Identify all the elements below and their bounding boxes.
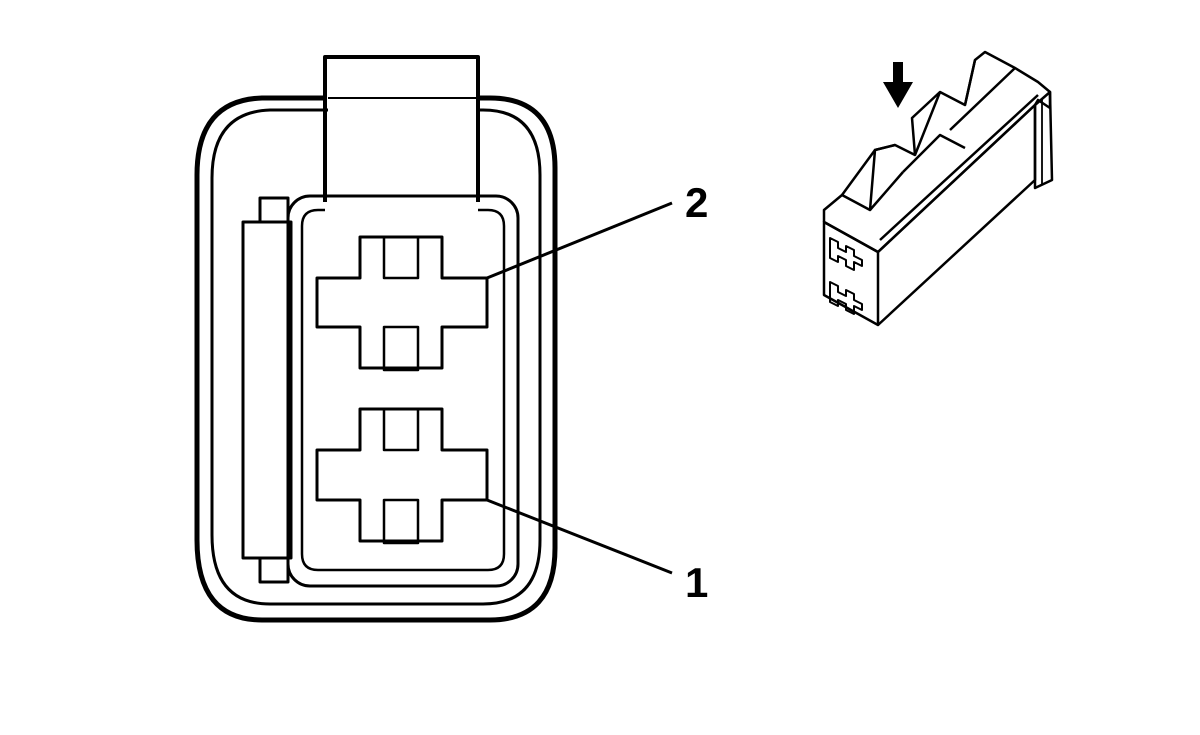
- top-rib-1: [840, 143, 904, 211]
- terminal-2-cavity: [315, 235, 489, 370]
- connector-side-face: [877, 103, 1037, 326]
- side-rail: [241, 220, 293, 560]
- connector-top-face: [822, 50, 1052, 254]
- arrow-down-icon: [883, 62, 913, 108]
- front-terminal-upper: [829, 237, 863, 271]
- connector-isometric-view: [822, 50, 1054, 327]
- callout-label-2: 2: [685, 179, 708, 226]
- connector-housing-outer: [194, 95, 558, 623]
- side-rail-bottom-cap: [258, 556, 290, 584]
- leader-line-1: [486, 498, 673, 575]
- side-rail-top-cap: [258, 196, 290, 224]
- connector-face-view: [194, 55, 558, 623]
- connector-housing-inner: [210, 108, 542, 606]
- connector-side-face-edge: [879, 94, 1039, 241]
- connector-rear-cap: [1033, 90, 1054, 190]
- front-terminal-lower: [829, 281, 863, 315]
- terminal-cavity-outer: [286, 194, 520, 588]
- terminal-2-pin-lower: [382, 325, 420, 372]
- top-rib-3: [949, 59, 1016, 131]
- terminal-1-pin-lower: [382, 498, 420, 545]
- terminal-cavity-inner: [300, 208, 506, 572]
- top-rib-2: [902, 91, 966, 173]
- terminal-1-cavity: [315, 407, 489, 543]
- terminal-2-pin: [382, 235, 420, 280]
- locking-tab: [323, 55, 480, 202]
- terminal-1-pin: [382, 407, 420, 452]
- callout-label-1: 1: [685, 559, 708, 606]
- leader-line-2: [486, 201, 673, 280]
